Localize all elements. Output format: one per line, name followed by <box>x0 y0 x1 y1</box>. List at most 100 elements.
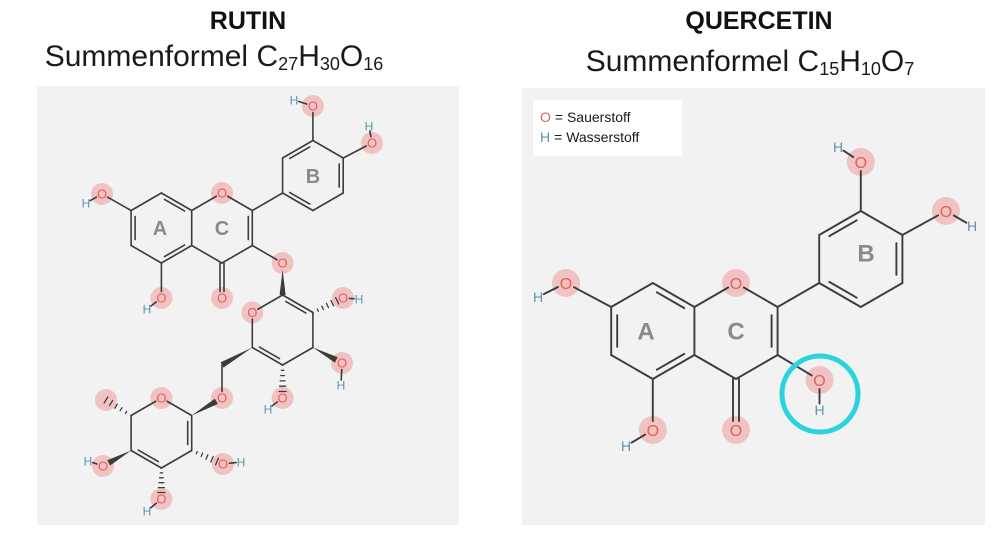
legend-label: = Wasserstoff <box>554 129 640 145</box>
oxygen-atom-label: O <box>278 256 288 271</box>
bonds <box>542 149 968 444</box>
single-bond <box>312 192 345 212</box>
formula-element-oxygen: O <box>880 45 905 78</box>
wedge-bond <box>107 450 132 466</box>
single-bond <box>735 354 779 380</box>
oxygen-highlight <box>332 287 354 309</box>
oxygen-highlight <box>552 269 580 297</box>
formula-label: Summenformel <box>585 45 790 78</box>
quercetin-structure-panel <box>522 88 985 525</box>
inner-double-bond <box>258 346 281 360</box>
wedge-bond <box>220 347 253 368</box>
oxygen-atom-label: O <box>278 391 288 406</box>
oxygen-atom-label: O <box>217 391 227 406</box>
hydrogen-atom-label: H <box>833 139 843 155</box>
oxygen-highlight <box>722 269 750 297</box>
formula-element-carbon: C <box>256 40 279 73</box>
single-bond <box>190 195 218 212</box>
hydrogen-atom-label: H <box>814 402 824 418</box>
formula-element-hydrogen: H <box>839 45 861 78</box>
single-bond <box>106 196 132 212</box>
hash-line <box>195 450 198 455</box>
inner-double-bond <box>137 449 160 463</box>
formula-element-oxygen: O <box>339 40 364 73</box>
oxygen-highlight <box>211 287 233 309</box>
hash-line <box>108 399 114 407</box>
hash-line <box>330 299 335 307</box>
hydrogen-atom-label: H <box>337 378 346 392</box>
legend-item-oxygen: O= Sauerstoff <box>540 107 682 127</box>
ring-label-a: A <box>637 319 654 346</box>
formula-label: Summenformel <box>44 40 249 73</box>
single-bond <box>190 244 223 264</box>
single-bond <box>859 282 904 308</box>
single-bond <box>610 282 654 308</box>
wedge-bond <box>279 269 286 295</box>
oxygen-atom-label: O <box>338 291 348 306</box>
single-bond <box>130 400 157 417</box>
oxygen-legend-symbol: O <box>540 109 551 125</box>
single-bond <box>610 354 654 380</box>
single-bond <box>271 401 279 407</box>
single-bond <box>312 139 345 159</box>
single-bond <box>842 149 855 159</box>
oxygen-atom-label: O <box>247 305 257 320</box>
hashed-bond <box>190 449 220 466</box>
rutin-title: RUTIN <box>209 7 287 35</box>
oxygen-highlight <box>846 148 875 176</box>
single-bond <box>160 192 193 212</box>
oxygen-highlight <box>150 387 173 409</box>
single-bond <box>89 196 98 202</box>
single-bond <box>859 210 904 236</box>
oxygen-highlight <box>361 132 383 154</box>
hash-line <box>124 410 128 415</box>
single-bond <box>150 301 158 307</box>
bonds <box>89 100 372 509</box>
inner-double-bond <box>655 352 686 371</box>
hydrogen-atom-label: H <box>533 289 543 305</box>
oxygen-atom-label: O <box>156 391 166 406</box>
single-bond <box>742 286 779 308</box>
oxygen-atom-label: O <box>217 186 227 201</box>
single-bond <box>226 195 254 212</box>
single-bond <box>651 282 696 308</box>
oxygen-highlight <box>150 287 173 309</box>
single-bond <box>693 286 730 308</box>
hydrogen-atom-label: H <box>84 454 93 468</box>
ring-label-a: A <box>153 218 167 240</box>
single-bond <box>251 244 278 261</box>
formula-count-hydrogen: 30 <box>319 53 340 74</box>
hash-line <box>114 403 118 409</box>
hydrogen-atom-label: H <box>621 438 631 454</box>
oxygen-atom-label: O <box>855 155 867 172</box>
single-bond <box>542 286 559 296</box>
hash-line <box>321 305 325 311</box>
oxygen-atom-label: O <box>156 492 166 507</box>
formula-element-carbon: C <box>797 45 820 78</box>
single-bond <box>221 244 254 264</box>
hydroxyl-group-marker-circle <box>779 353 861 435</box>
legend: O= Sauerstoff H= Wasserstoff <box>533 100 682 156</box>
oxygen-atom-label: O <box>97 187 107 202</box>
hydrogen-legend-symbol: H <box>540 129 551 145</box>
ring-label-c: C <box>727 319 744 346</box>
inner-double-bond <box>284 300 307 314</box>
oxygen-highlight <box>241 301 264 324</box>
oxygen-highlight <box>271 252 294 274</box>
oxygen-highlights <box>552 148 960 444</box>
ring-label-c: C <box>215 218 229 240</box>
quercetin-title: QUERCETIN <box>685 7 833 35</box>
hydrogen-atom-label: H <box>143 302 152 316</box>
hash-line <box>103 396 109 404</box>
hydrogen-atom-label: H <box>290 93 299 107</box>
hydrogen-atom-label: H <box>143 504 152 518</box>
single-bond <box>166 400 193 417</box>
oxygen-atom-label: O <box>560 276 572 293</box>
wedge-bond <box>312 347 338 363</box>
single-bond <box>630 433 647 444</box>
hash-line <box>119 407 123 412</box>
single-bond <box>297 100 308 105</box>
